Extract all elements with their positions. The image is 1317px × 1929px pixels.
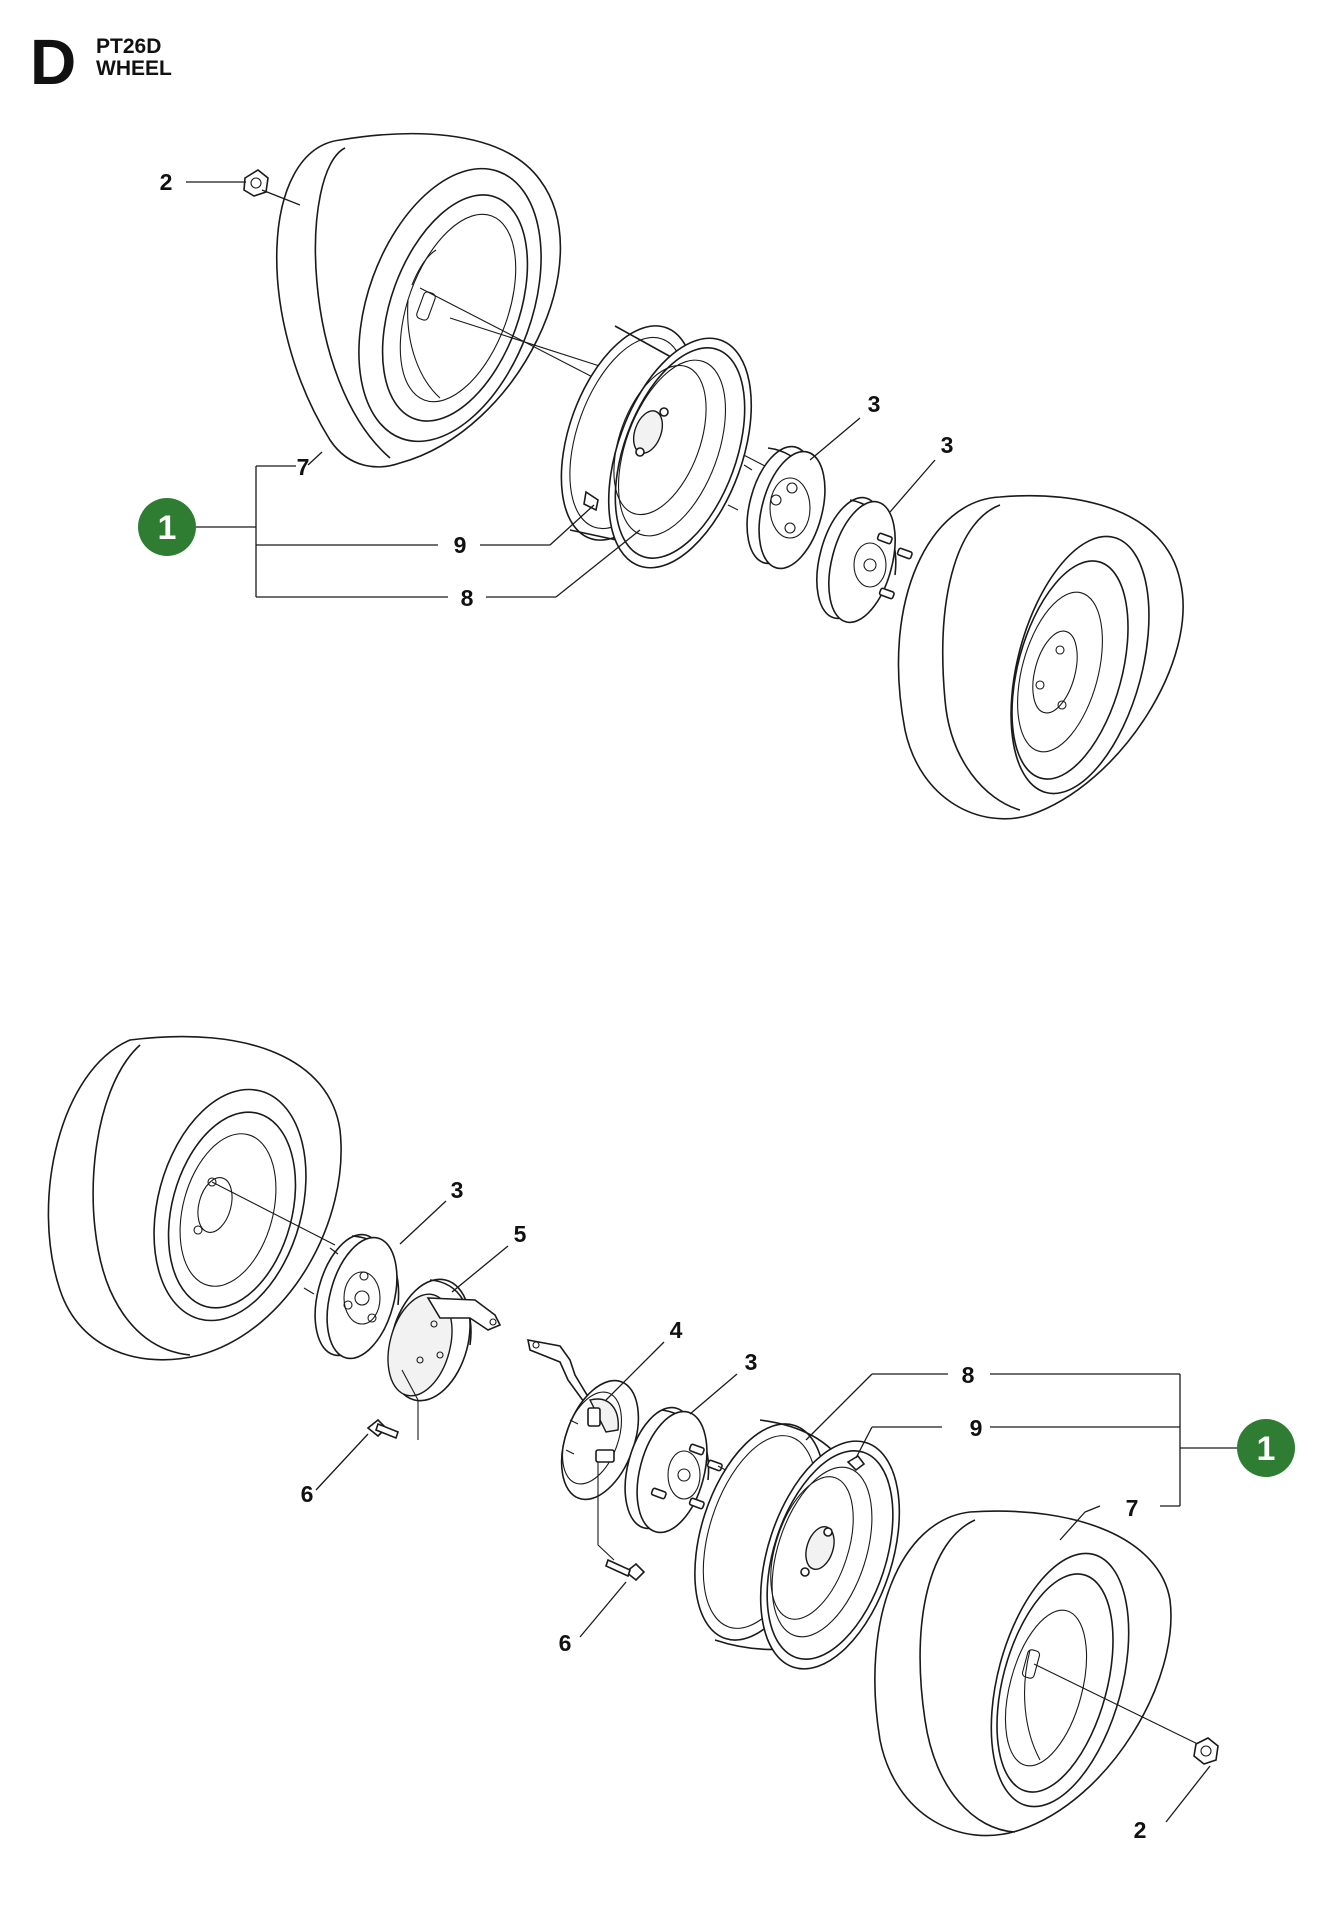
callout-valve: 9 (970, 1415, 983, 1441)
top-leader-lines (186, 181, 936, 598)
callout-brake-drum: 5 (514, 1221, 527, 1247)
bottom-bolt-right (597, 1462, 646, 1582)
callout-bolt-right: 6 (559, 1630, 572, 1656)
callout-nut: 2 (1134, 1817, 1147, 1843)
top-hub-a (727, 445, 826, 570)
bottom-hub-right (624, 1406, 723, 1534)
top-assembly: 2 7 9 8 3 3 1 (138, 132, 1184, 820)
bottom-brake-plate (526, 1338, 640, 1501)
page-title: WHEEL (96, 57, 172, 81)
bottom-brake-drum (387, 1278, 502, 1402)
bottom-left-tire (47, 1035, 342, 1361)
group-badge-number: 1 (1257, 1430, 1276, 1468)
callout-rim: 8 (461, 585, 474, 611)
callout-hub-a: 3 (868, 391, 881, 417)
callout-hub-b: 3 (941, 432, 954, 458)
top-left-tire (276, 132, 562, 468)
callout-nut: 2 (160, 169, 173, 195)
top-nut (243, 169, 269, 197)
callout-tire: 7 (1126, 1495, 1139, 1521)
header-text: PT26D WHEEL (96, 35, 172, 81)
callout-valve: 9 (454, 532, 467, 558)
group-badge-top: 1 (138, 498, 196, 556)
group-badge-bottom: 1 (1237, 1419, 1295, 1477)
bottom-rim (694, 1419, 901, 1670)
callout-tire: 7 (297, 454, 310, 480)
callout-rim: 8 (962, 1362, 975, 1388)
bottom-bolt-left (366, 1369, 419, 1440)
callout-hub-left: 3 (451, 1177, 464, 1203)
callout-brake-plate: 4 (670, 1317, 683, 1343)
top-right-tire (897, 494, 1184, 820)
group-badge-number: 1 (158, 509, 177, 547)
callout-bolt-left: 6 (301, 1481, 314, 1507)
bottom-right-tire (874, 1510, 1172, 1837)
bottom-nut (1193, 1737, 1219, 1765)
top-hub-b (816, 496, 913, 624)
bottom-leader-lines (315, 1200, 1238, 1823)
model-name: PT26D (96, 35, 162, 58)
section-letter: D (30, 26, 76, 98)
bottom-assembly: 3 5 6 4 3 6 8 9 7 2 1 (47, 1035, 1295, 1843)
callout-hub-right: 3 (745, 1349, 758, 1375)
bottom-hub-left (303, 1233, 400, 1360)
top-rim (560, 325, 753, 569)
